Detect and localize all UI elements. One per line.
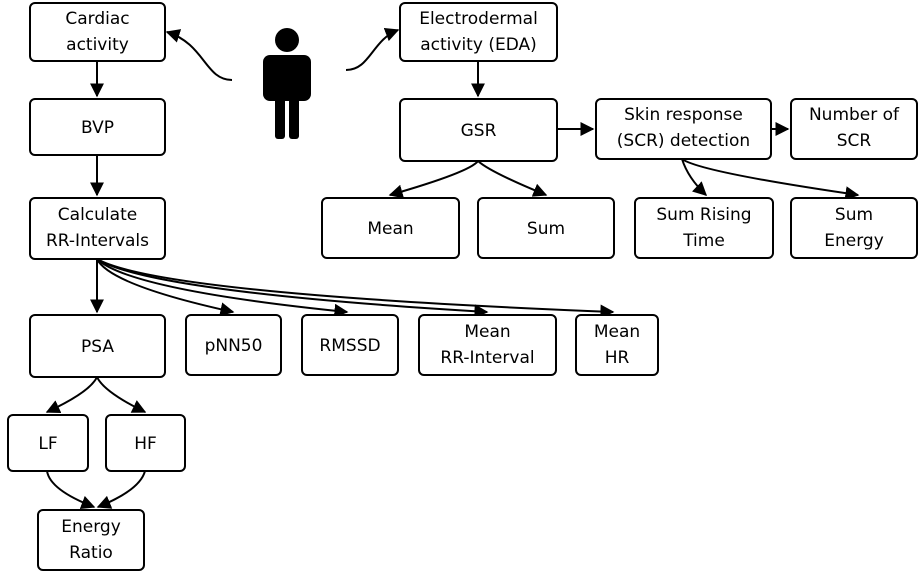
node-hf-label: HF [134, 434, 157, 454]
node-psa: PSA [29, 314, 166, 378]
node-sum-rising-time: Sum Rising Time [634, 197, 774, 259]
node-number-of-scr: Number of SCR [790, 98, 918, 160]
node-skin-response-detection: Skin response (SCR) detection [595, 98, 772, 160]
node-pnn50-label: pNN50 [205, 336, 263, 356]
node-rmssd-label: RMSSD [319, 336, 380, 356]
node-hf: HF [105, 414, 186, 472]
node-bvp: BVP [29, 98, 166, 156]
node-electrodermal-activity: Electrodermal activity (EDA) [399, 2, 558, 62]
edge-hf-to-energy-ratio [96, 470, 146, 509]
edge-psa-to-lf [45, 376, 98, 414]
edge-person-to-eda [345, 28, 400, 71]
edge-rr-to-mean-rr-interval [96, 258, 489, 319]
node-gsr: GSR [399, 98, 558, 162]
edges [45, 28, 860, 509]
node-electrodermal-activity-label-2: activity (EDA) [420, 35, 537, 55]
node-energy-ratio-label-1: Energy [61, 517, 121, 537]
node-sum-label: Sum [527, 219, 565, 239]
node-calculate-rr-intervals-label-1: Calculate [58, 205, 137, 225]
node-sum: Sum [477, 197, 615, 259]
node-calculate-rr-intervals: Calculate RR-Intervals [29, 197, 166, 260]
node-cardiac-activity-label-1: Cardiac [65, 9, 129, 29]
node-psa-label: PSA [81, 337, 114, 357]
node-sum-rising-time-label-2: Time [682, 231, 725, 251]
edge-scr-detection-to-sum-rising-time [681, 158, 708, 196]
node-electrodermal-activity-label-1: Electrodermal [419, 9, 538, 29]
node-mean-label: Mean [367, 219, 413, 239]
node-pnn50: pNN50 [185, 314, 282, 376]
node-energy-ratio: Energy Ratio [37, 509, 145, 571]
node-mean: Mean [321, 197, 460, 259]
node-bvp-label: BVP [81, 118, 114, 138]
edge-gsr-to-sum [477, 160, 548, 197]
edge-gsr-to-mean [388, 160, 479, 199]
node-mean-hr: Mean HR [575, 314, 659, 376]
node-mean-hr-label-1: Mean [594, 322, 640, 342]
node-skin-response-detection-label-2: (SCR) detection [617, 131, 750, 151]
node-number-of-scr-label-1: Number of [809, 105, 900, 125]
edge-rr-to-pnn50 [96, 258, 235, 317]
node-rmssd: RMSSD [301, 314, 399, 376]
person-icon [263, 28, 311, 139]
node-lf-label: LF [38, 434, 57, 454]
node-mean-rr-interval: Mean RR-Interval [418, 314, 557, 376]
node-mean-rr-interval-label-1: Mean [464, 322, 510, 342]
node-sum-energy: Sum Energy [790, 197, 918, 259]
edge-rr-to-mean-hr [96, 258, 615, 319]
node-energy-ratio-label-2: Ratio [69, 543, 113, 563]
edge-psa-to-hf [96, 376, 147, 413]
node-skin-response-detection-label-1: Skin response [624, 105, 743, 125]
node-calculate-rr-intervals-label-2: RR-Intervals [46, 231, 149, 251]
node-sum-energy-label-2: Energy [824, 231, 884, 251]
edge-lf-to-energy-ratio [46, 470, 96, 509]
node-number-of-scr-label-2: SCR [837, 131, 872, 151]
edge-rr-to-rmssd [96, 258, 349, 318]
node-mean-rr-interval-label-2: RR-Interval [440, 348, 534, 368]
node-lf: LF [7, 414, 89, 472]
edge-person-to-cardiac [165, 29, 233, 81]
node-gsr-label: GSR [461, 121, 497, 141]
node-cardiac-activity: Cardiac activity [29, 2, 166, 62]
node-cardiac-activity-label-2: activity [66, 35, 129, 55]
edge-scr-detection-to-sum-energy [681, 158, 860, 201]
node-mean-hr-label-2: HR [605, 348, 630, 368]
node-sum-energy-label-1: Sum [835, 205, 873, 225]
node-sum-rising-time-label-1: Sum Rising [656, 205, 751, 225]
